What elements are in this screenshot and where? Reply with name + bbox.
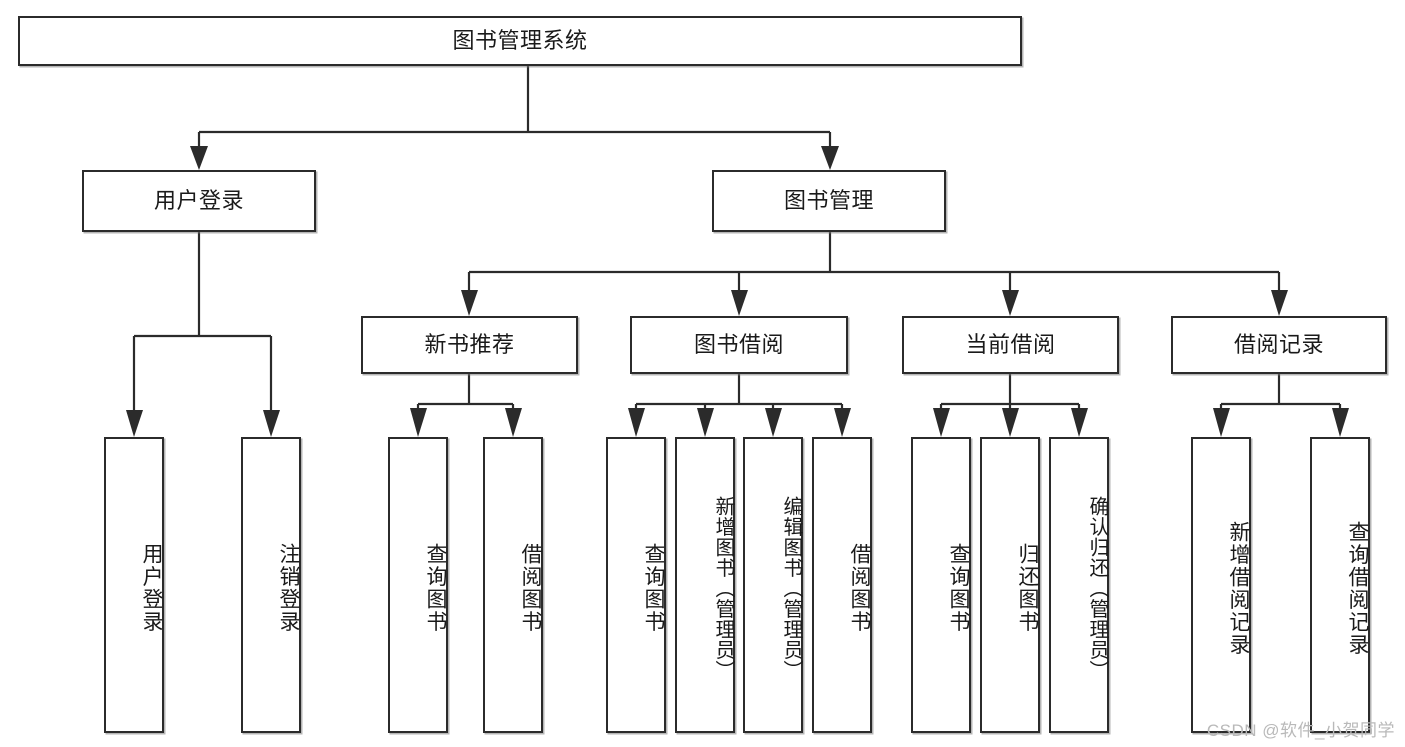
arrow-leaf-confirm-return [1071, 408, 1088, 437]
leaf-return-book[interactable]: 归还图书 [980, 437, 1040, 733]
node-label: 注销登录 [277, 543, 300, 633]
leaf-query-book-borrowing[interactable]: 查询图书 [606, 437, 666, 733]
arrow-to-current-borrow [1002, 290, 1019, 316]
leaf-add-book-admin[interactable]: 新增图书（管理员） [675, 437, 735, 733]
node-label: 编辑图书（管理员） [780, 495, 802, 681]
node-label: 图书借阅 [693, 332, 784, 358]
node-label: 图书管理系统 [452, 28, 588, 54]
node-user-login[interactable]: 用户登录 [82, 170, 316, 232]
leaf-query-book-recommendation[interactable]: 查询图书 [388, 437, 448, 733]
node-label: 查询借阅记录 [1346, 520, 1369, 656]
arrow-to-book-mgmt [821, 146, 839, 170]
node-label: 借阅图书 [519, 543, 542, 633]
node-label: 用户登录 [140, 543, 163, 633]
leaf-borrow-book-borrowing[interactable]: 借阅图书 [812, 437, 872, 733]
arrow-leaf-return-book [1002, 408, 1019, 437]
arrow-leaf-logout [263, 410, 280, 437]
arrow-to-user-login [190, 146, 208, 170]
node-label: 查询图书 [424, 543, 447, 633]
node-borrowing-record[interactable]: 借阅记录 [1171, 316, 1387, 374]
node-label: 新增图书（管理员） [712, 495, 734, 681]
leaf-logout[interactable]: 注销登录 [241, 437, 301, 733]
node-label: 借阅图书 [848, 543, 871, 633]
node-new-book-recommendation[interactable]: 新书推荐 [361, 316, 578, 374]
arrow-leaf-edit-book [765, 408, 782, 437]
arrow-to-new-book-rec [461, 290, 478, 316]
arrow-leaf-user-login [126, 410, 143, 437]
arrow-leaf-add-record [1213, 408, 1230, 437]
leaf-add-borrowing-record[interactable]: 新增借阅记录 [1191, 437, 1251, 733]
node-root-book-management-system[interactable]: 图书管理系统 [18, 16, 1022, 66]
node-book-management[interactable]: 图书管理 [712, 170, 946, 232]
arrow-leaf-query-book-3 [933, 408, 950, 437]
node-label: 查询图书 [947, 543, 970, 633]
node-book-borrowing[interactable]: 图书借阅 [630, 316, 848, 374]
arrow-leaf-query-book-2 [628, 408, 645, 437]
arrow-to-book-borrow [731, 290, 748, 316]
leaf-query-borrowing-record[interactable]: 查询借阅记录 [1310, 437, 1370, 733]
node-label: 新书推荐 [424, 332, 515, 358]
node-current-borrowing[interactable]: 当前借阅 [902, 316, 1119, 374]
csdn-watermark: CSDN @软件_小贺同学 [1206, 721, 1395, 740]
arrow-leaf-add-book [697, 408, 714, 437]
node-label: 查询图书 [642, 543, 665, 633]
node-label: 借阅记录 [1233, 332, 1324, 358]
leaf-borrow-book-recommendation[interactable]: 借阅图书 [483, 437, 543, 733]
node-label: 用户登录 [153, 188, 244, 214]
node-label: 确认归还（管理员） [1086, 495, 1108, 681]
arrow-leaf-query-book-1 [410, 408, 427, 437]
leaf-edit-book-admin[interactable]: 编辑图书（管理员） [743, 437, 803, 733]
arrow-leaf-query-record [1332, 408, 1349, 437]
arrow-leaf-borrow-book-2 [834, 408, 851, 437]
leaf-user-login[interactable]: 用户登录 [104, 437, 164, 733]
node-label: 图书管理 [783, 188, 874, 214]
node-label: 当前借阅 [965, 332, 1056, 358]
leaf-confirm-return-admin[interactable]: 确认归还（管理员） [1049, 437, 1109, 733]
node-label: 归还图书 [1016, 543, 1039, 633]
arrow-leaf-borrow-book-1 [505, 408, 522, 437]
leaf-query-book-current[interactable]: 查询图书 [911, 437, 971, 733]
node-label: 新增借阅记录 [1227, 520, 1250, 656]
arrow-to-borrow-record [1271, 290, 1288, 316]
